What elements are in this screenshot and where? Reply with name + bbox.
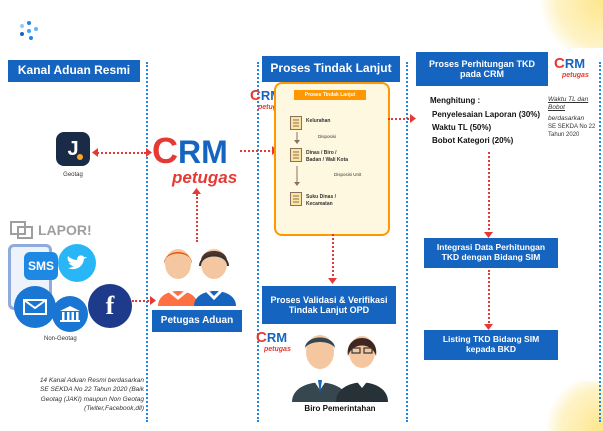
biro-pemerintahan-label: Biro Pemerintahan [304, 404, 376, 413]
email-icon [14, 286, 56, 328]
connector-perhitungan-to-integrasi [488, 152, 490, 234]
arrow-right-icon [150, 296, 156, 305]
biro-pemerintahan-avatars [292, 335, 388, 402]
validasi-title: Proses Validasi & Verifikasi Tindak Lanj… [270, 294, 388, 315]
flow-step-2: Dinas / Biro / Badan / Wali Kota [306, 150, 349, 163]
integrasi-header: Integrasi Data Perhitungan TKD dengan Bi… [424, 238, 558, 268]
arrow-up-icon [192, 188, 201, 194]
petugas-aduan-label-box: Petugas Aduan [152, 310, 242, 332]
flow-arrow-label-2: Disposisi Unit [334, 172, 362, 177]
arrow-down-icon [294, 132, 300, 144]
perhitungan-item-2: Waktu TL (50%) [432, 123, 492, 132]
crm-petugas-logo-small: CRM petugas [554, 55, 589, 79]
crm-petugas-logo: CRM petugas [152, 130, 252, 188]
arrow-down-icon [294, 166, 300, 186]
listing-header: Listing TKD Bidang SIM kepada BKD [424, 330, 558, 360]
connector-proses-to-validasi [332, 234, 334, 280]
arrow-down-icon [484, 324, 493, 330]
flow-step-1: Kelurahan [306, 118, 331, 124]
lapor-label: LAPOR! [38, 222, 92, 238]
column-divider-3 [406, 62, 408, 422]
lapor-icon [10, 221, 33, 239]
perhitungan-item-3: Bobot Kategori (20%) [432, 136, 514, 145]
flow-step-3: Suku Dinas / Kecamatan [306, 194, 337, 207]
perhitungan-item-1: Penyelesaian Laporan (30%) [432, 110, 541, 119]
note-right-line2: berdasarkan [548, 115, 585, 122]
connector-crm-to-proses [240, 150, 274, 152]
sms-label: SMS [27, 259, 54, 273]
proses-title: Proses Tindak Lanjut [270, 61, 392, 76]
arrow-right-icon [146, 148, 152, 157]
document-icon [290, 116, 302, 130]
flow-arrow-label-1: Disposisi [318, 134, 337, 139]
note-right-line1: Waktu TL dan Bobot [548, 96, 589, 112]
kanal-aduan-header: Kanal Aduan Resmi [8, 60, 140, 82]
arrow-left-icon [92, 148, 98, 157]
perhitungan-header: Proses Perhitungan TKD pada CRM [416, 52, 548, 86]
kanal-aduan-title: Kanal Aduan Resmi [17, 63, 131, 78]
crm-logo-c: C [152, 130, 178, 171]
crm-logo-subtitle: petugas [172, 168, 238, 187]
proses-tindak-lanjut-header: Proses Tindak Lanjut [262, 56, 400, 82]
validasi-header: Proses Validasi & Verifikasi Tindak Lanj… [262, 286, 396, 324]
arrow-down-icon [484, 232, 493, 238]
crm-logo-rm: RM [178, 134, 228, 170]
government-building-icon [52, 296, 88, 332]
app-logo-icon [20, 21, 38, 40]
note-right-line3: SE SEKDA No 22 Tahun 2020 [548, 124, 596, 138]
arrow-down-icon [328, 278, 337, 284]
proses-flow-title-box: Proses Tindak Lanjut [294, 90, 366, 100]
column-divider-4 [599, 62, 601, 422]
facebook-icon: f [88, 284, 132, 328]
perhitungan-title: Proses Perhitungan TKD pada CRM [428, 58, 536, 79]
column-divider-1 [146, 62, 148, 422]
document-icon [290, 148, 302, 162]
connector-jaki-to-crm [94, 152, 146, 154]
corner-decoration-top-right [533, 0, 603, 48]
non-geotag-label: Non-Geotag [44, 336, 77, 342]
perhitungan-heading: Menghitung : [430, 96, 481, 105]
jaki-app-icon: J [56, 132, 90, 166]
connector-integrasi-to-listing [488, 270, 490, 326]
corner-decoration-bottom-right [543, 381, 603, 431]
connector-proses-to-perhitungan [388, 118, 412, 120]
geotag-label: Geotag [63, 172, 83, 178]
petugas-aduan-avatars [158, 249, 236, 306]
twitter-icon [58, 244, 96, 282]
arrow-right-icon [410, 114, 416, 123]
document-icon [290, 192, 302, 206]
integrasi-title: Integrasi Data Perhitungan TKD dengan Bi… [436, 242, 546, 262]
column-divider-2 [257, 62, 259, 422]
petugas-aduan-label: Petugas Aduan [160, 315, 234, 327]
kanal-footnote: 14 Kanal Aduan Resmi berdasarkan SE SEKD… [39, 377, 144, 413]
sms-icon: SMS [24, 252, 58, 280]
crm-petugas-logo-small: CRM petugas [256, 329, 291, 353]
listing-title: Listing TKD Bidang SIM kepada BKD [442, 334, 540, 354]
proses-flow-title: Proses Tindak Lanjut [304, 92, 356, 98]
connector-petugas-to-crm [196, 194, 198, 242]
connector-socials-to-petugas [132, 300, 152, 302]
lapor-logo: LAPOR! [10, 220, 92, 240]
